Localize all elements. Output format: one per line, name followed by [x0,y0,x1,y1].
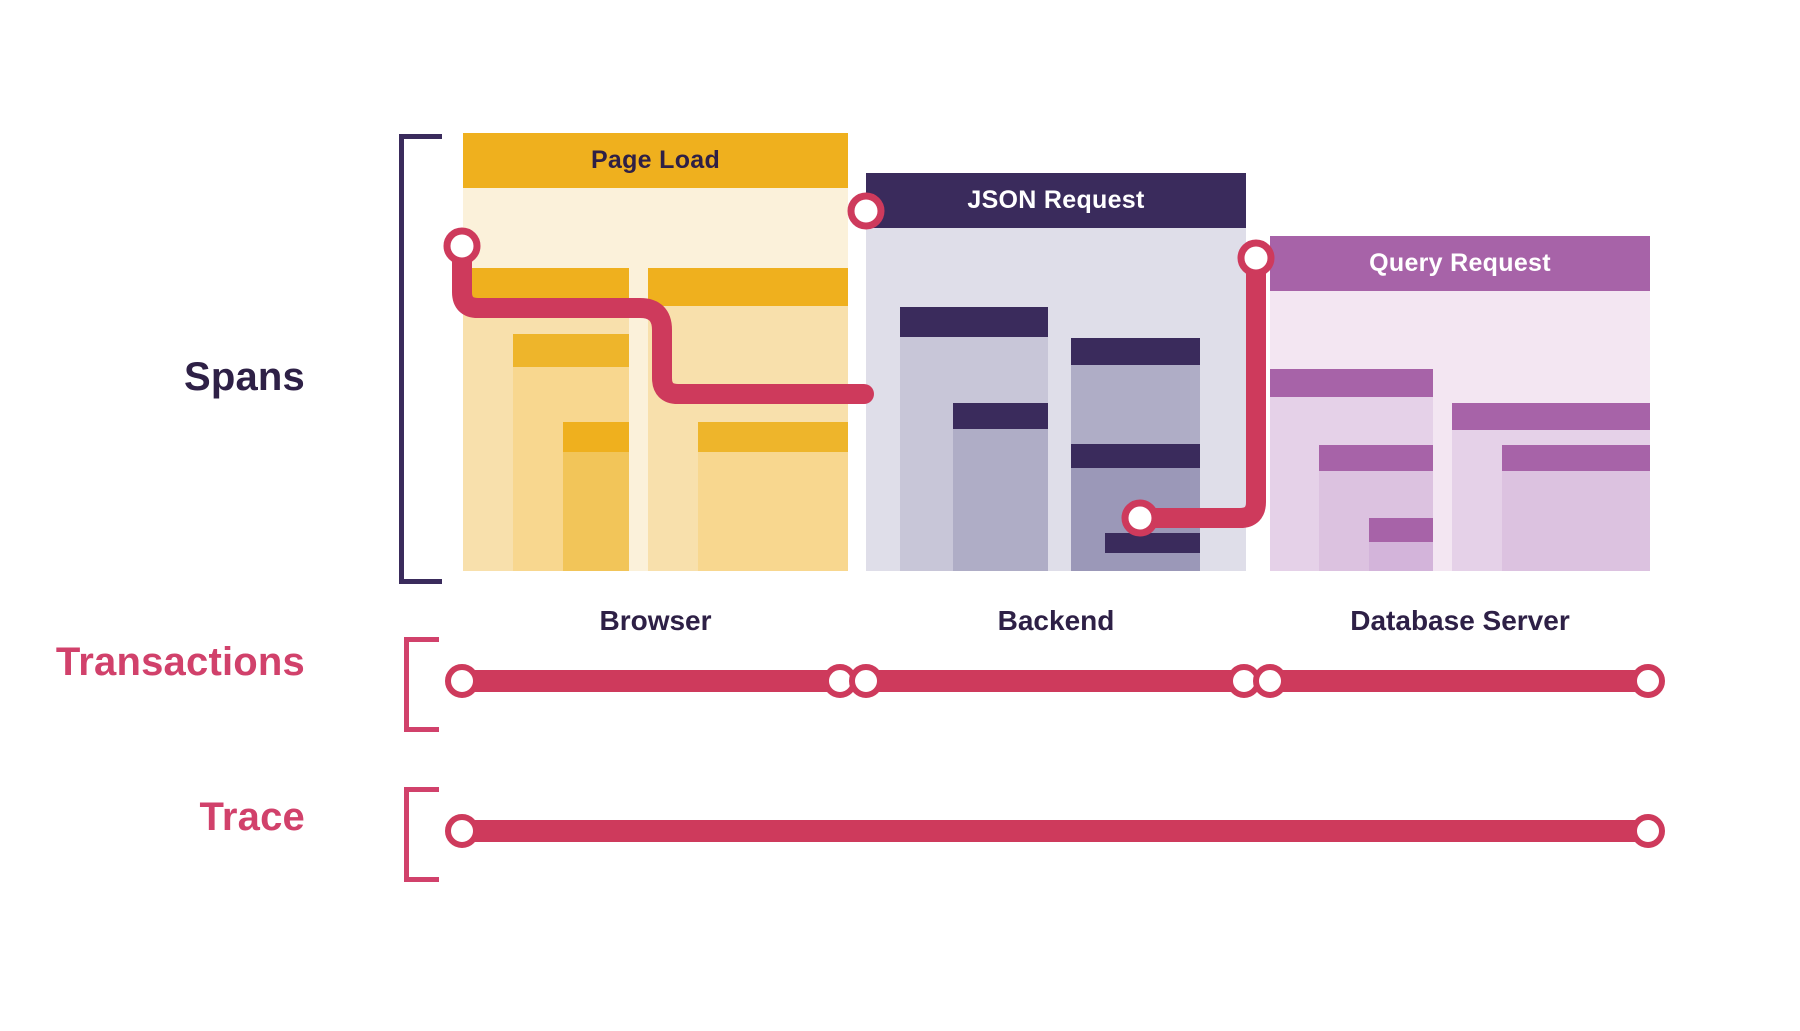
transaction-segment[interactable] [1270,670,1648,692]
transaction-node[interactable] [1631,664,1665,698]
span-bar [1501,445,1650,571]
span-bar-cap [953,402,1049,429]
panel-database-title: Query Request [1270,236,1650,291]
bracket-spans [399,134,442,584]
row-label-transactions: Transactions [55,640,305,684]
span-bar-cap [900,306,1049,337]
service-caption-backend: Backend [997,605,1115,636]
trace-node[interactable] [1631,814,1665,848]
service-caption-browser: Browser [599,605,712,636]
span-bar [697,421,848,571]
span-bar-cap [1452,403,1650,430]
bracket-transactions [404,637,439,732]
transaction-node[interactable] [1227,664,1261,698]
panel-database-body [1270,291,1650,571]
transaction-segment[interactable] [866,670,1244,692]
transaction-node[interactable] [849,664,883,698]
span-bar-cap [563,421,629,452]
span-bar [1368,517,1434,571]
span-bar-cap [1071,444,1201,469]
row-label-spans: Spans [183,355,305,399]
span-bar-cap [1368,517,1434,542]
row-label-trace: Trace [199,795,305,839]
span-bar-cap [647,268,848,307]
span-bar-cap [1501,445,1650,471]
panel-database[interactable]: Query Request [1270,236,1650,571]
span-bar-cap [1319,445,1434,471]
service-caption-database: Database Server [1350,605,1570,636]
trace-segment[interactable] [462,820,1648,842]
transaction-segment[interactable] [462,670,840,692]
bracket-trace [404,787,439,882]
span-bar [1105,533,1201,571]
panel-browser-title: Page Load [463,133,848,188]
transaction-node[interactable] [445,664,479,698]
panel-backend-body [866,228,1246,571]
panel-backend[interactable]: JSON Request [866,173,1246,571]
span-bar-cap [513,333,629,367]
span-bar-cap [1071,337,1201,365]
trace-node[interactable] [445,814,479,848]
span-bar-cap [1105,533,1201,554]
panel-backend-title: JSON Request [866,173,1246,228]
panel-browser-body [463,188,848,571]
transaction-node[interactable] [1253,664,1287,698]
span-bar-cap [1270,369,1434,398]
span-bar [953,402,1049,571]
panel-browser[interactable]: Page Load [463,133,848,571]
span-bar-cap [697,421,848,452]
span-bar [563,421,629,571]
span-bar-cap [463,268,629,307]
